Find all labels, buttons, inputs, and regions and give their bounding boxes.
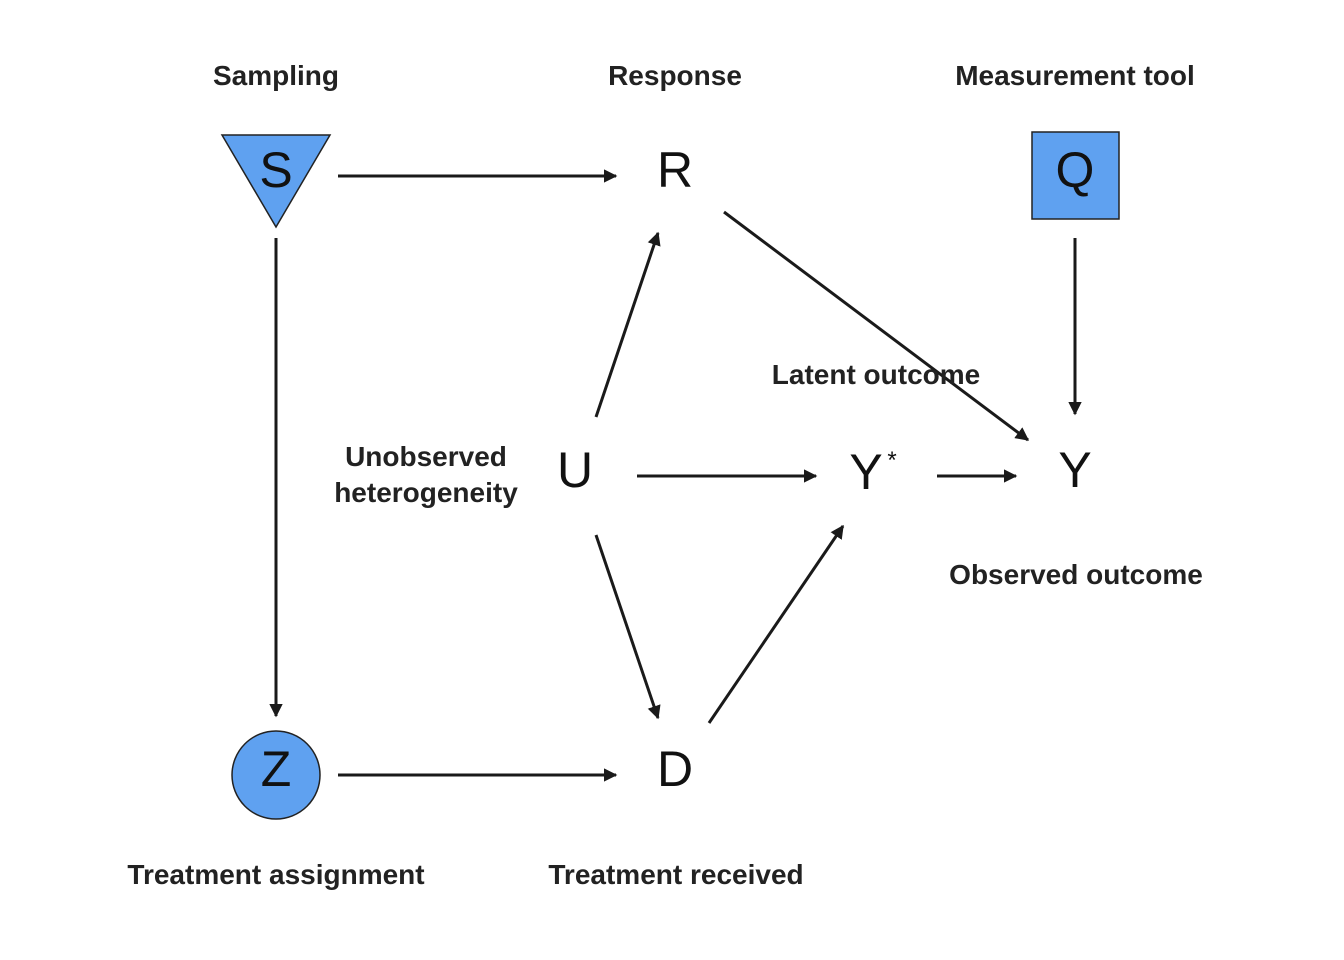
measurement-square-shape xyxy=(1031,131,1120,220)
assignment-circle-shape xyxy=(231,730,321,820)
response-caption: Response xyxy=(608,60,742,91)
node-d-letter: D xyxy=(657,741,693,797)
treatment-received-caption: Treatment received xyxy=(548,859,803,890)
measurement-tool-caption: Measurement tool xyxy=(955,60,1195,91)
node-u-letter: U xyxy=(557,442,593,498)
node-z-letter: Z xyxy=(261,741,292,797)
node-shapes xyxy=(220,131,1120,820)
node-letters: S R Q U Y * Y Z D xyxy=(259,142,1094,797)
node-s-letter: S xyxy=(259,142,292,198)
unobserved-heterogeneity-caption-line1: Unobserved xyxy=(345,441,507,472)
edge-d-to-ystar xyxy=(707,524,845,724)
node-ystar-superscript: * xyxy=(887,447,896,474)
node-q-letter: Q xyxy=(1056,142,1095,198)
sampling-caption: Sampling xyxy=(213,60,339,91)
node-r-letter: R xyxy=(657,142,693,198)
node-y-letter: Y xyxy=(1058,442,1091,498)
node-ystar-letter: Y xyxy=(849,444,882,500)
treatment-assignment-caption: Treatment assignment xyxy=(127,859,424,890)
latent-outcome-caption: Latent outcome xyxy=(772,359,980,390)
observed-outcome-caption: Observed outcome xyxy=(949,559,1203,590)
edge-r-to-y xyxy=(723,210,1030,442)
edges xyxy=(269,169,1082,782)
sampling-triangle-shape xyxy=(220,134,332,229)
edge-u-to-d xyxy=(594,534,661,720)
unobserved-heterogeneity-caption-line2: heterogeneity xyxy=(334,477,518,508)
node-captions: Sampling Response Measurement tool Unobs… xyxy=(127,60,1202,890)
edge-u-to-r xyxy=(594,231,661,418)
